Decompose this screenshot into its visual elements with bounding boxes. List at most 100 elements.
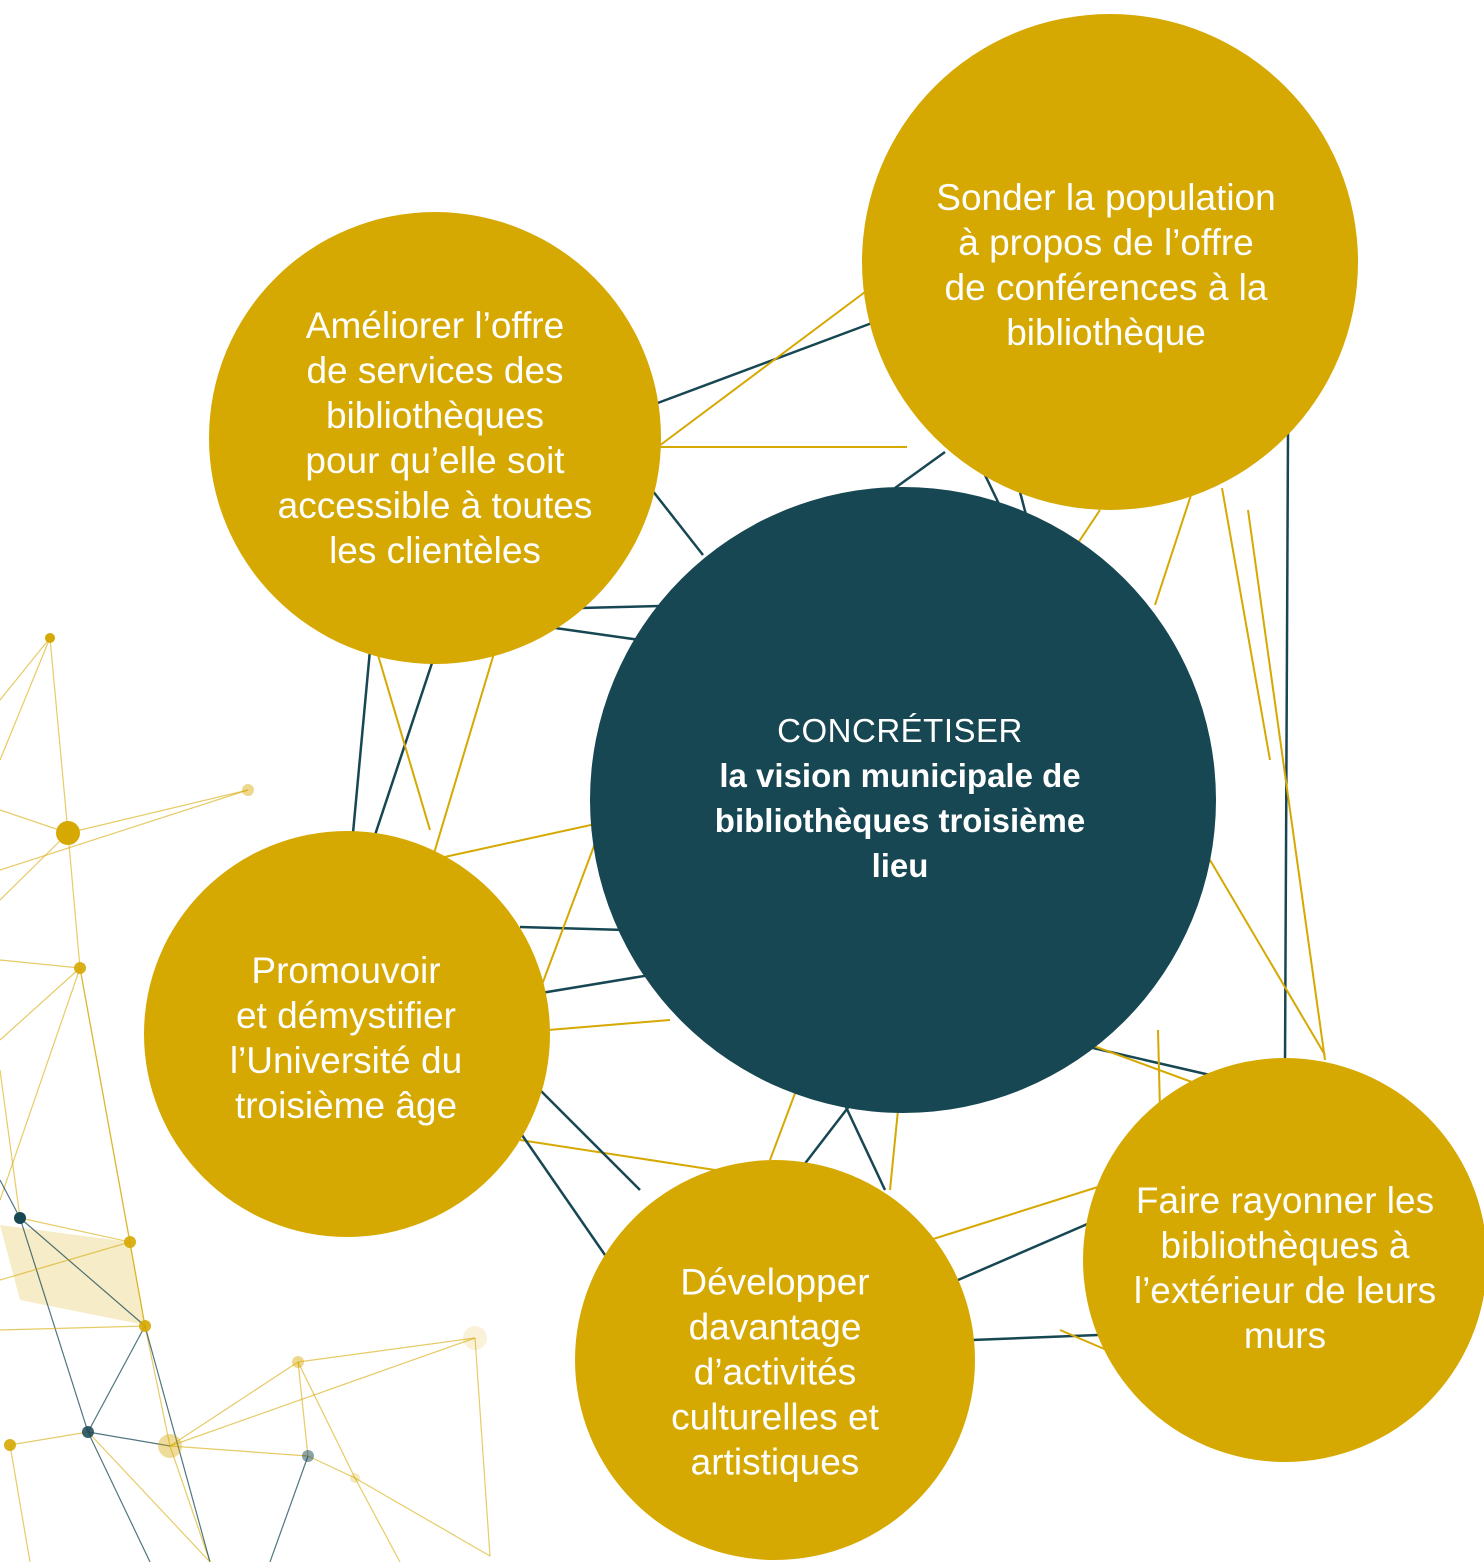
connector-line bbox=[519, 925, 626, 932]
background-line bbox=[87, 1431, 151, 1562]
connector-line bbox=[539, 1089, 641, 1191]
connector-line bbox=[971, 1333, 1099, 1342]
network-dot bbox=[463, 1326, 487, 1350]
connector-line bbox=[1247, 509, 1326, 1061]
connector-line bbox=[654, 291, 866, 450]
background-line bbox=[297, 1361, 356, 1479]
background-line bbox=[0, 1241, 131, 1281]
bubble-promouvoir bbox=[144, 831, 550, 1237]
label-line: bibliothèques à bbox=[1160, 1225, 1410, 1266]
network-dot bbox=[242, 784, 254, 796]
label-line: Faire rayonner les bbox=[1135, 1180, 1435, 1221]
background-line bbox=[0, 1179, 21, 1219]
background-line bbox=[67, 789, 249, 834]
connector-line bbox=[1079, 1043, 1211, 1077]
network-dot bbox=[45, 633, 55, 643]
connector-line bbox=[1221, 487, 1271, 761]
label-line: à propos de l’offre bbox=[958, 222, 1254, 263]
background-line bbox=[87, 1431, 211, 1562]
background-line bbox=[129, 1241, 146, 1327]
label-line: Améliorer l’offre bbox=[305, 305, 565, 346]
connector-line bbox=[579, 604, 661, 610]
label-line: pour qu’elle soit bbox=[305, 440, 565, 481]
label-center: CONCRÉTISER la vision municipale de bibl… bbox=[715, 708, 1085, 888]
label-line: bibliothèques bbox=[325, 395, 545, 436]
label-promouvoir: Promouvoir et démystifier l’Université d… bbox=[230, 948, 462, 1128]
background-line bbox=[144, 1325, 171, 1447]
background-line bbox=[9, 1444, 31, 1562]
network-dot bbox=[56, 821, 80, 845]
label-line: Sonder la population bbox=[936, 177, 1276, 218]
connector-line bbox=[651, 489, 704, 556]
center-heading: CONCRÉTISER bbox=[777, 712, 1023, 749]
connector-line bbox=[1283, 431, 1290, 1066]
background-line bbox=[144, 1325, 211, 1562]
bubble-center bbox=[590, 487, 1216, 1113]
background-line bbox=[0, 1069, 21, 1219]
connector-line bbox=[957, 1220, 1093, 1282]
label-line: et démystifier bbox=[235, 995, 456, 1036]
connector-line bbox=[373, 659, 435, 836]
connector-line bbox=[654, 321, 873, 406]
network-dot bbox=[74, 962, 86, 974]
label-line: culturelles et bbox=[671, 1396, 879, 1438]
label-line: l’Université du bbox=[229, 1040, 463, 1081]
background-line bbox=[0, 789, 249, 871]
connector-line bbox=[351, 649, 372, 834]
background-line bbox=[19, 1217, 131, 1243]
background-line bbox=[0, 959, 81, 969]
label-line: bibliothèque bbox=[1006, 312, 1206, 353]
background-line bbox=[87, 1325, 146, 1433]
connector-line bbox=[377, 654, 431, 831]
network-dot bbox=[302, 1450, 314, 1462]
bubble-sonder bbox=[862, 14, 1358, 510]
label-sonder: Sonder la population à propos de l’offre… bbox=[936, 175, 1275, 355]
background-line bbox=[0, 1325, 146, 1331]
background-line bbox=[49, 637, 69, 834]
label-line: lieu bbox=[871, 847, 929, 884]
connector-line bbox=[889, 1109, 899, 1191]
background-line bbox=[169, 1361, 299, 1447]
background-line bbox=[169, 1445, 211, 1562]
network-dot bbox=[14, 1212, 26, 1224]
background-line bbox=[169, 1445, 309, 1457]
background-line bbox=[354, 1477, 491, 1557]
shaded-triangle bbox=[0, 1225, 145, 1325]
background-line bbox=[0, 967, 81, 1201]
background-line bbox=[0, 967, 81, 1041]
bubble-developper bbox=[575, 1160, 975, 1560]
network-dot bbox=[158, 1434, 182, 1458]
network-dot bbox=[350, 1473, 360, 1483]
network-dot bbox=[4, 1439, 16, 1451]
background-line bbox=[87, 1431, 171, 1447]
bubble-ameliorer bbox=[209, 212, 661, 664]
label-line: les clientèles bbox=[329, 530, 541, 571]
label-line: bibliothèques troisième bbox=[714, 802, 1086, 839]
background-line bbox=[9, 1431, 89, 1446]
background-line bbox=[307, 1455, 356, 1479]
label-line: de services des bbox=[306, 350, 564, 391]
background-line bbox=[67, 832, 81, 969]
label-line: d’activités bbox=[693, 1351, 857, 1393]
connector-line bbox=[439, 822, 601, 859]
connector-line bbox=[1157, 1029, 1161, 1111]
label-line: Promouvoir bbox=[251, 950, 441, 991]
network-dot bbox=[82, 1426, 94, 1438]
label-line: accessible à toutes bbox=[277, 485, 593, 526]
connector-line bbox=[547, 1019, 671, 1031]
network-dot bbox=[124, 1236, 136, 1248]
background-line bbox=[19, 1217, 146, 1327]
background-line bbox=[0, 637, 51, 761]
connector-line bbox=[843, 1104, 887, 1191]
label-line: l’extérieur de leurs bbox=[1133, 1270, 1437, 1311]
label-line: artistiques bbox=[690, 1441, 860, 1483]
label-ameliorer: Améliorer l’offre de services des biblio… bbox=[278, 303, 593, 573]
label-line: Développer bbox=[680, 1261, 870, 1303]
background-line bbox=[0, 832, 69, 901]
background-line bbox=[474, 1337, 491, 1557]
label-developper: Développer davantage d’activités culture… bbox=[671, 1260, 879, 1485]
connector-line bbox=[1209, 859, 1326, 1056]
decorative-network-background bbox=[0, 633, 491, 1562]
background-line bbox=[0, 637, 51, 701]
background-line bbox=[269, 1455, 309, 1562]
